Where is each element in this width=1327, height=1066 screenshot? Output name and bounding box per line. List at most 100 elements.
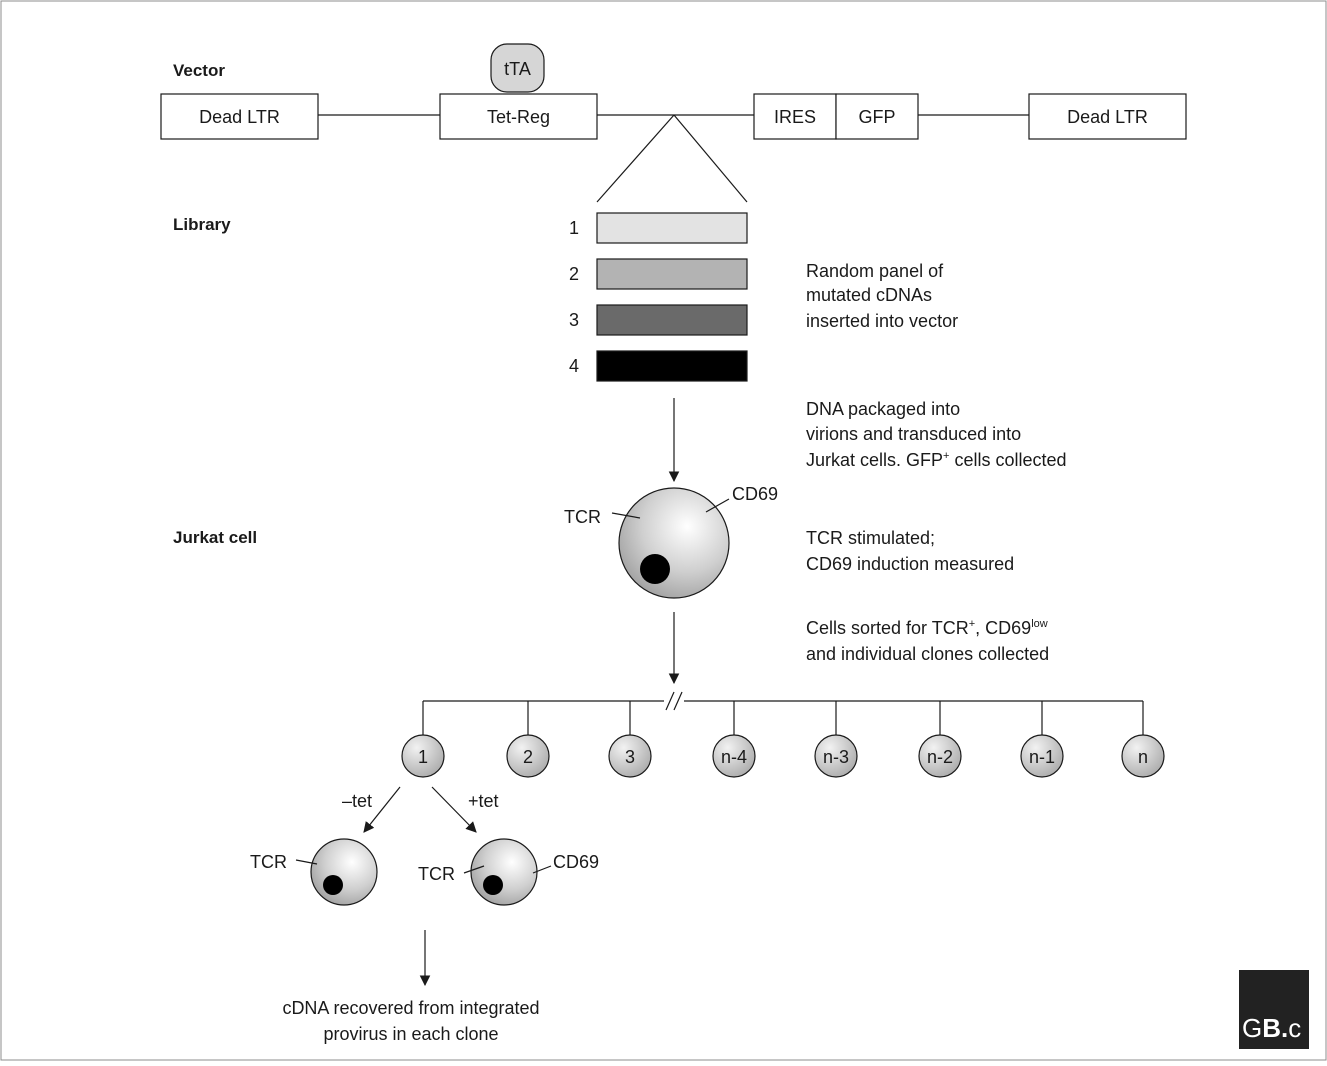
dead-ltr-left-label: Dead LTR [199, 107, 280, 127]
library-desc-line-1: Random panel of [806, 261, 944, 281]
dead-ltr-left-rect [160, 93, 319, 140]
plus-tet-label: +tet [468, 791, 499, 811]
sort-line-1-pre: Cells sorted for TCR [806, 618, 969, 638]
jurkat-cell-nucleus [640, 554, 670, 584]
library-bar-1 [596, 212, 748, 244]
clone-node-3 [608, 734, 652, 778]
axis-break-slash [665, 691, 675, 711]
library-section-label: Library [173, 215, 231, 234]
library-bar-2 [596, 258, 748, 290]
sort-line-1: Cells sorted for TCR+, CD69low [806, 618, 1048, 638]
ires-rect [753, 93, 837, 140]
packaging-line-1: DNA packaged into [806, 399, 960, 419]
minus-tet-label: –tet [342, 791, 372, 811]
tet-reg-rect [439, 93, 598, 140]
jurkat-desc-line-1: TCR stimulated; [806, 528, 935, 548]
clone-node-label: n-2 [927, 747, 953, 767]
plus-tet-cd69-label: CD69 [553, 852, 599, 872]
plus-tet-cell-body [470, 838, 538, 906]
library-bar-3 [596, 304, 748, 336]
jurkat-cd69-pointer [705, 498, 730, 513]
plus-tet-cd69-pointer [532, 865, 552, 874]
clone-node-n-1 [1020, 734, 1064, 778]
jurkat-cell [618, 487, 730, 599]
library-bar-number: 4 [569, 356, 579, 376]
clone-node-label: 1 [418, 747, 428, 767]
vector-section-label: Vector [173, 61, 225, 80]
clone-node-2 [506, 734, 550, 778]
minus-tet-tcr-label: TCR [250, 852, 287, 872]
gfp-box: GFP [835, 93, 919, 140]
clone-node-1 [401, 734, 445, 778]
clone-node-label: n-3 [823, 747, 849, 767]
clone-node-label: 3 [625, 747, 635, 767]
gfp-label: GFP [858, 107, 895, 127]
sort-line-2: and individual clones collected [806, 644, 1049, 664]
jurkat-tcr-pointer [611, 512, 641, 519]
minus-tet-cell-nucleus [323, 875, 343, 895]
library-desc-line-3: inserted into vector [806, 311, 958, 331]
logo-letter-b: B [1262, 1013, 1281, 1043]
cd69-low-superscript: low [1031, 618, 1048, 630]
jurkat-cell-body [618, 487, 730, 599]
library-bar-number: 1 [569, 218, 579, 238]
sort-line-1-mid: , CD69 [975, 618, 1031, 638]
tta-label: tTA [504, 59, 531, 79]
ires-box: IRES [753, 93, 837, 140]
tta-shape [490, 43, 545, 93]
library-desc-line-2: mutated cDNAs [806, 285, 932, 305]
arrow-minus-tet [363, 786, 401, 833]
clone-node-label: 2 [523, 747, 533, 767]
dead-ltr-right-label: Dead LTR [1067, 107, 1148, 127]
logo-box [1239, 970, 1309, 1049]
tta-protein: tTA [490, 43, 545, 93]
plus-tet-cell-nucleus [483, 875, 503, 895]
gfp-plus-superscript: + [943, 450, 949, 462]
minus-tet-tcr-pointer [295, 859, 318, 865]
clone-node-label: n-1 [1029, 747, 1055, 767]
plus-tet-tcr-label: TCR [418, 864, 455, 884]
logo-letter-c: c [1288, 1013, 1301, 1043]
axis-break-slash [673, 691, 683, 711]
jurkat-tcr-label: TCR [564, 507, 601, 527]
dead-ltr-right-rect [1028, 93, 1187, 140]
packaging-line-3-pre: Jurkat cells. GFP [806, 450, 943, 470]
logo-letter-g: G [1242, 1013, 1262, 1043]
insert-line-right [673, 114, 748, 203]
library-bar-4 [596, 350, 748, 382]
tet-reg-box: Tet-Reg [439, 93, 598, 140]
packaging-line-2: virions and transduced into [806, 424, 1021, 444]
jurkat-section-label: Jurkat cell [173, 528, 257, 547]
recovery-line-1: cDNA recovered from integrated [282, 998, 539, 1018]
packaging-line-3: Jurkat cells. GFP+ cells collected [806, 450, 1067, 470]
ires-label: IRES [774, 107, 816, 127]
gfp-rect [835, 93, 919, 140]
logo-dot: . [1281, 1013, 1288, 1043]
clone-node-label: n-4 [721, 747, 747, 767]
packaging-line-3-post: cells collected [949, 450, 1066, 470]
jurkat-desc-line-2: CD69 induction measured [806, 554, 1014, 574]
plus-tet-tcr-pointer [463, 865, 485, 874]
axis-break-mask [664, 694, 684, 708]
logo-text: GB.c [1242, 1013, 1301, 1043]
clone-node-n [1121, 734, 1165, 778]
tcr-plus-superscript: + [969, 618, 975, 630]
tet-reg-label: Tet-Reg [487, 107, 550, 127]
plus-tet-cell [470, 838, 538, 906]
publisher-logo: GB.c [1239, 970, 1309, 1049]
library-bar-number: 2 [569, 264, 579, 284]
recovery-line-2: provirus in each clone [323, 1024, 498, 1044]
clone-node-n-2 [918, 734, 962, 778]
minus-tet-cell-body [310, 838, 378, 906]
dead-ltr-left-box: Dead LTR [160, 93, 319, 140]
clone-node-n-3 [814, 734, 858, 778]
jurkat-cd69-label: CD69 [732, 484, 778, 504]
clone-node-n-4 [712, 734, 756, 778]
minus-tet-cell [310, 838, 378, 906]
arrow-plus-tet [431, 786, 477, 833]
